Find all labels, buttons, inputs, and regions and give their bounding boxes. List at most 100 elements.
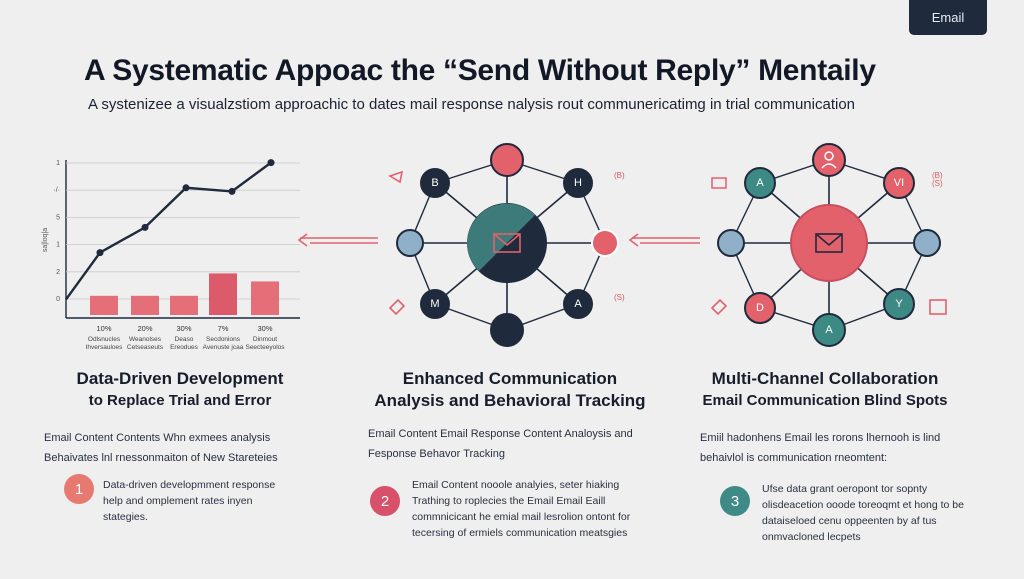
bar-percent-label: 20%: [137, 324, 152, 333]
column-3-description: Emiil hadonhens Email les rorons lhernoo…: [700, 432, 941, 464]
node-circle: [490, 313, 524, 347]
bar-category-label: Ihversauloes: [86, 344, 124, 351]
trend-point: [267, 159, 275, 167]
y-tick-label: 2: [56, 269, 60, 276]
y-tick-label: 5: [56, 214, 60, 221]
center-hub-ring: [790, 204, 868, 282]
bar-percent-label: 7%: [218, 324, 229, 333]
chart-bar: [90, 295, 118, 315]
column-2-description: Email Content Email Response Content Ana…: [368, 428, 633, 460]
page-subtitle: A systenizee a visualzstiom approachic t…: [88, 96, 855, 113]
tag-icon: [388, 298, 406, 316]
node-circle: [883, 288, 915, 320]
bar-category-label: Seecteeyolos: [245, 344, 285, 351]
column-3-title-line1: Multi-Channel Collaboration: [711, 369, 939, 388]
node-circle: [812, 313, 846, 347]
side-mark-top: (B): [932, 171, 943, 180]
y-tick-label: 1: [56, 242, 60, 249]
chart-bar: [170, 295, 198, 315]
node-circle: [420, 289, 450, 319]
step-3-badge: 3: [720, 486, 750, 516]
node-label: D: [756, 302, 764, 314]
bar-category-label: Odlsnucles: [88, 336, 121, 343]
pin-icon: [388, 170, 404, 184]
node-label: A: [825, 324, 833, 336]
envelope-icon: [815, 233, 843, 253]
node-label: A: [756, 177, 764, 189]
column-2-title: Enhanced Communication Analysis and Beha…: [360, 368, 660, 412]
briefcase-icon: [711, 177, 727, 189]
column-2-title-line1: Enhanced Communication: [402, 369, 618, 388]
chart-bar: [209, 273, 237, 315]
person-icon-body: [821, 163, 837, 169]
chart-bar: [131, 295, 159, 315]
node-circle: [717, 229, 745, 257]
bar-category-label: Cetseaseuts: [127, 344, 164, 351]
bar-category-label: Weanolses: [129, 336, 162, 343]
node-label: B: [431, 177, 438, 189]
image-icon: [929, 299, 947, 315]
node-circle: [490, 143, 524, 177]
node-label: VI: [894, 177, 904, 189]
side-mark-top-2: (S): [932, 179, 943, 188]
node-label: A: [574, 298, 582, 310]
envelope-flap: [493, 233, 521, 247]
column-2-title-line2: Analysis and Behavioral Tracking: [374, 391, 646, 410]
arrow-chart-to-network: [297, 233, 378, 247]
column-3-title-line2: Email Communication Blind Spots: [702, 392, 948, 409]
bar-category-label: Ereodues: [170, 344, 199, 351]
node-circle: [420, 168, 450, 198]
trend-point: [96, 249, 104, 257]
column-1-description: Email Content Contents Whn exmees analys…: [44, 432, 278, 464]
chart-bar: [251, 281, 279, 315]
y-axis-sidelabel: sa|loq|a: [42, 228, 49, 252]
center-hub-segment: [467, 203, 535, 271]
node-circle: [563, 168, 593, 198]
step-1-badge: 1: [64, 474, 94, 504]
node-circle: [563, 289, 593, 319]
envelope-icon: [493, 233, 521, 253]
node-label: Y: [895, 298, 903, 310]
arrow-network-to-network: [628, 233, 700, 247]
center-hub: [791, 205, 867, 281]
bar-category-label: Avenuste jcaa: [203, 344, 244, 351]
column-1-title: Data-Driven Development to Replace Trial…: [40, 368, 320, 412]
y-tick-label: 0: [56, 296, 60, 303]
y-tick-label: ·/·: [53, 187, 60, 194]
bar-category-label: Dinmout: [253, 336, 277, 343]
bar-category-label: Deaso: [175, 336, 194, 343]
step-3-text: Ufse data grant oeropont tor sopnty olis…: [762, 483, 964, 543]
bar-percent-label: 10%: [96, 324, 111, 333]
network-diagram-analysis: H A M B (B) (S): [388, 143, 625, 347]
step-2-badge: 2: [370, 486, 400, 516]
y-tick-label: 1: [56, 160, 60, 167]
node-circle: [913, 229, 941, 257]
tag-icon: [710, 298, 728, 316]
trend-line: [65, 161, 272, 301]
network-diagram-channels: VI Y A D A (B)(S): [710, 143, 947, 347]
email-button[interactable]: Email: [909, 0, 987, 35]
column-3-title: Multi-Channel Collaboration Email Commun…: [690, 368, 960, 412]
person-icon: [824, 151, 834, 161]
node-circle: [883, 167, 915, 199]
node-circle: [744, 167, 776, 199]
trend-point: [182, 184, 190, 192]
trend-point: [228, 187, 236, 195]
bar-category-label: Secdonions: [206, 336, 241, 343]
node-label: H: [574, 177, 582, 189]
node-label: M: [430, 298, 439, 310]
step-2-text: Email Content nooole analyies, seter hia…: [412, 479, 631, 539]
side-mark-top: (B): [614, 171, 625, 180]
node-circle: [396, 229, 424, 257]
bar-percent-label: 30%: [176, 324, 191, 333]
trend-point: [141, 223, 149, 231]
side-mark-bottom: (S): [614, 293, 625, 302]
node-circle: [744, 292, 776, 324]
step-1-text: Data-driven developmment response help a…: [103, 479, 276, 523]
column-1-title-line2: to Replace Trial and Error: [88, 392, 272, 409]
page-title: A Systematic Appoac the “Send Without Re…: [84, 54, 876, 87]
envelope-flap: [815, 233, 843, 247]
column-1-title-line1: Data-Driven Development: [76, 369, 284, 388]
bar-percent-label: 30%: [257, 324, 272, 333]
